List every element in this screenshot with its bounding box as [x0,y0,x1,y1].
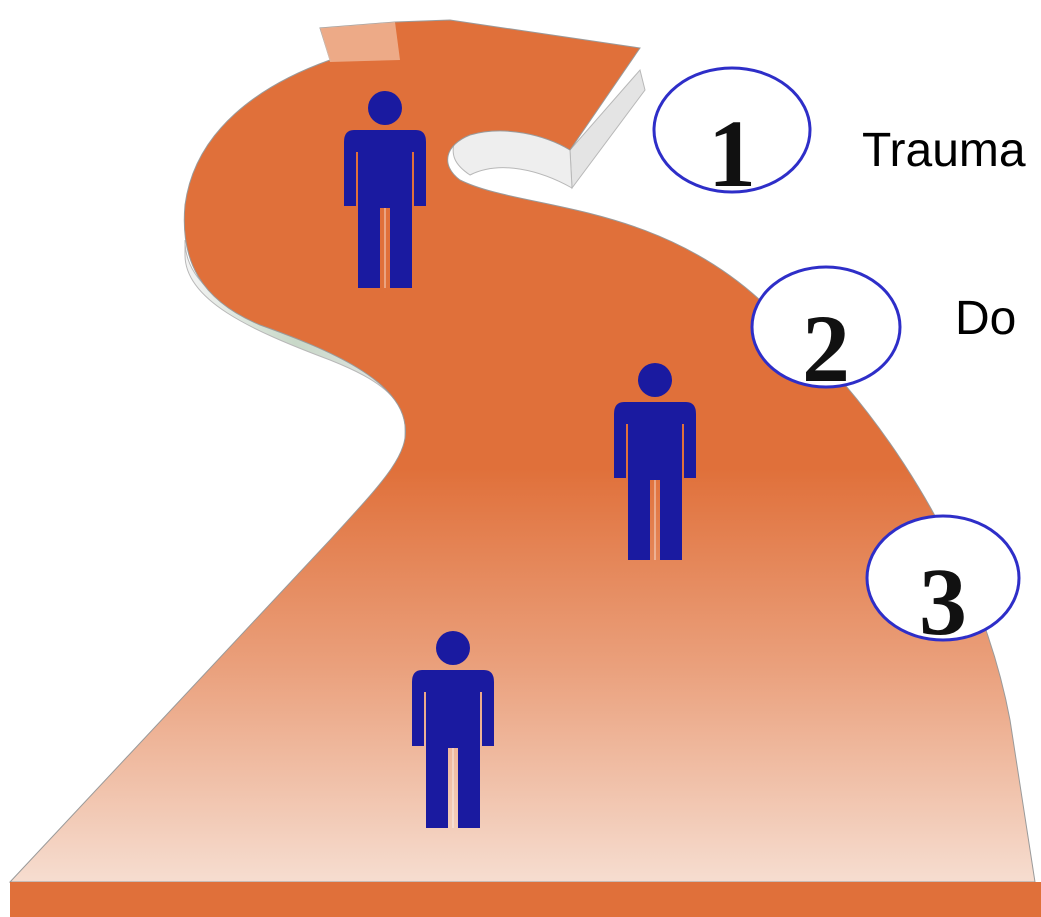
step-2: 2 Do [752,267,1016,402]
arrow-tail-highlight [320,22,400,62]
step-1: 1 Trauma [654,68,1026,207]
road-base [10,882,1041,917]
step-2-label: Do [955,292,1016,345]
step-3-number: 3 [919,548,967,655]
step-1-number: 1 [708,100,756,207]
step-1-label: Trauma [862,124,1026,177]
step-2-number: 2 [802,295,850,402]
